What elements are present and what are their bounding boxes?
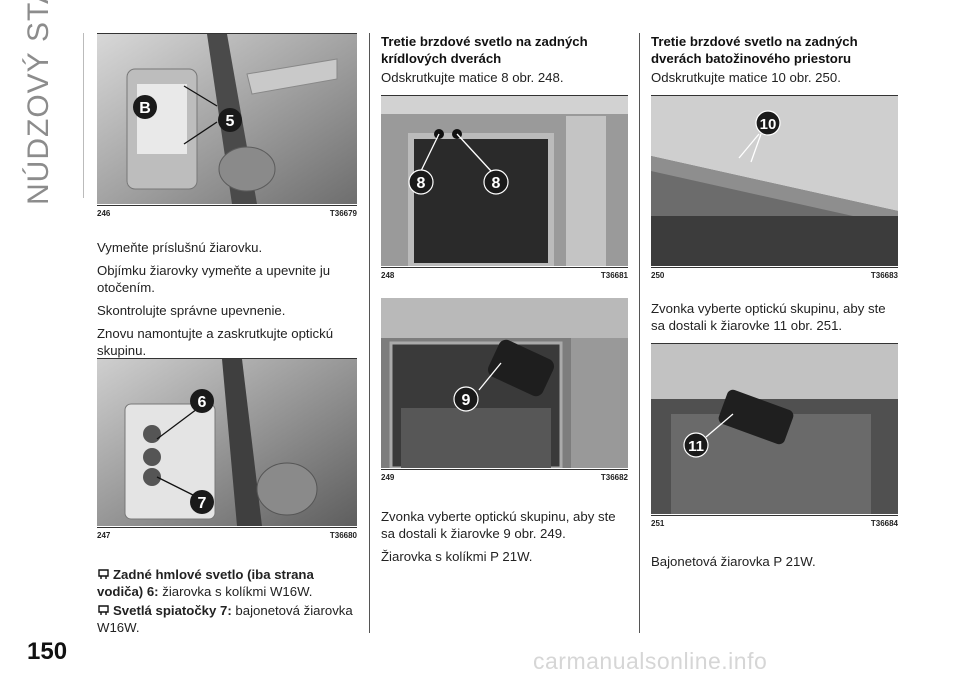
bulb-icon xyxy=(98,569,109,579)
figure-marker: 10 xyxy=(760,116,777,133)
figure-marker: 11 xyxy=(688,438,704,455)
paragraph: Odskrutkujte matice 10 obr. 250. xyxy=(651,70,841,85)
figure-marker: 6 xyxy=(198,394,207,411)
figure-249-image: 9 xyxy=(381,298,628,468)
paragraph: Bajonetová žiarovka P 21W. xyxy=(651,554,816,569)
section-title: NÚDZOVÝ STAV xyxy=(22,0,55,205)
body-text: Zadné hmlové svetlo (iba strana vodiča) … xyxy=(97,566,359,636)
paragraph: Znovu namontujte a zaskrutkujte optickú … xyxy=(97,326,334,358)
paragraph: Zvonka vyberte optickú skupinu, aby ste … xyxy=(381,509,616,541)
reverse-light-text: bajonetová žiarovka W16W. xyxy=(97,603,353,635)
body-text: Zvonka vyberte optickú skupinu, aby ste … xyxy=(381,508,631,571)
figure-top-rule xyxy=(381,95,628,96)
figure-caption: 246 T36679 xyxy=(97,205,357,220)
sidebar-rule xyxy=(83,33,84,198)
figure-248-image: 8 8 xyxy=(381,96,628,266)
figure-251-image: 11 xyxy=(651,344,898,514)
reverse-light-label: Svetlá spiatočky 7: xyxy=(113,603,232,618)
paragraph: Skontrolujte správne upevnenie. xyxy=(97,303,286,318)
figure-246-image: B 5 xyxy=(97,34,357,204)
body-text: Vymeňte príslušnú žiarovku. Objímku žiar… xyxy=(97,239,359,365)
bulb-icon xyxy=(98,605,109,615)
body-text: Odskrutkujte matice 8 obr. 248. xyxy=(381,69,631,92)
figure-caption: 249 T36682 xyxy=(381,469,628,484)
column-divider xyxy=(369,33,370,633)
figure-marker: 7 xyxy=(198,495,207,512)
figure-number: 251 xyxy=(651,519,665,528)
figure-caption: 250 T36683 xyxy=(651,267,898,282)
figure-code: T36680 xyxy=(329,531,357,540)
watermark: carmanualsonline.info xyxy=(533,648,768,674)
figure-code: T36681 xyxy=(600,271,628,280)
figure-marker: 8 xyxy=(417,175,426,192)
figure-top-rule xyxy=(97,33,357,34)
figure-code: T36679 xyxy=(329,209,357,218)
figure-marker: 5 xyxy=(226,113,235,130)
figure-number: 250 xyxy=(651,271,665,280)
figure-marker: B xyxy=(139,100,151,117)
fog-light-text: žiarovka s kolíkmi W16W. xyxy=(162,584,313,599)
figure-number: 248 xyxy=(381,271,395,280)
figure-marker: 9 xyxy=(462,392,471,409)
body-text: Zvonka vyberte optickú skupinu, aby ste … xyxy=(651,300,901,340)
fog-light-label: Zadné hmlové svetlo (iba strana vodiča) … xyxy=(97,567,314,599)
figure-top-rule xyxy=(651,95,898,96)
paragraph: Žiarovka s kolíkmi P 21W. xyxy=(381,549,533,564)
paragraph: Odskrutkujte matice 8 obr. 248. xyxy=(381,70,564,85)
figure-number: 246 xyxy=(97,209,111,218)
figure-marker: 8 xyxy=(492,175,501,192)
figure-caption: 248 T36681 xyxy=(381,267,628,282)
figure-caption: 247 T36680 xyxy=(97,527,357,542)
paragraph: Vymeňte príslušnú žiarovku. xyxy=(97,240,263,255)
figure-top-rule xyxy=(97,358,357,359)
figure-250-image: 10 xyxy=(651,96,898,266)
figure-top-rule xyxy=(651,343,898,344)
paragraph: Zvonka vyberte optickú skupinu, aby ste … xyxy=(651,301,886,333)
figure-code: T36684 xyxy=(870,519,898,528)
figure-caption: 251 T36684 xyxy=(651,515,898,530)
figure-code: T36683 xyxy=(870,271,898,280)
figure-247-image: 6 7 xyxy=(97,359,357,526)
section-heading: Tretie brzdové svetlo na zadných dverách… xyxy=(651,34,858,66)
paragraph: Objímku žiarovky vymeňte a upevnite ju o… xyxy=(97,263,331,295)
figure-code: T36682 xyxy=(600,473,628,482)
body-text: Odskrutkujte matice 10 obr. 250. xyxy=(651,69,901,92)
figure-number: 247 xyxy=(97,531,111,540)
figure-number: 249 xyxy=(381,473,395,482)
body-text: Bajonetová žiarovka P 21W. xyxy=(651,553,901,576)
section-heading: Tretie brzdové svetlo na zadných krídlov… xyxy=(381,34,588,66)
column-divider xyxy=(639,33,640,633)
page-number: 150 xyxy=(27,638,68,665)
